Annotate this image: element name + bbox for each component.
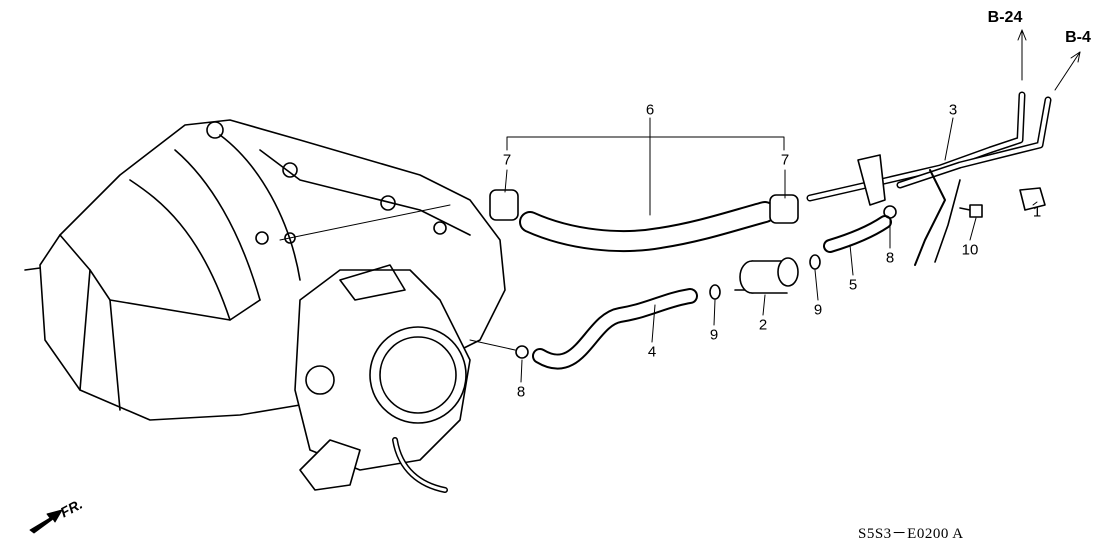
clamp-8-right xyxy=(883,205,897,219)
callout-9-right: 9 xyxy=(813,301,823,319)
throttle-body xyxy=(294,264,471,493)
hose-4 xyxy=(532,288,698,370)
bolt-10 xyxy=(959,204,983,218)
clamp-8-left xyxy=(515,345,529,359)
ref-label-b24: B-24 xyxy=(987,9,1023,26)
callout-8-left: 8 xyxy=(516,383,526,401)
clamp-9-right xyxy=(809,254,821,270)
callout-8-right: 8 xyxy=(885,249,895,267)
clamp-9-left xyxy=(709,284,721,300)
callout-3: 3 xyxy=(948,101,958,119)
callout-4: 4 xyxy=(647,343,657,361)
callout-7-right: 7 xyxy=(780,151,790,169)
front-direction-arrow xyxy=(29,509,63,534)
clip-1 xyxy=(1019,187,1046,211)
filter-2 xyxy=(734,257,799,294)
clamp-7-left xyxy=(489,189,519,221)
diagram-code: S5S3－E0200 A xyxy=(858,526,964,542)
leader-lines xyxy=(279,29,1081,383)
pipe-3 xyxy=(806,91,1052,266)
callout-1: 1 xyxy=(1032,203,1042,221)
callout-9-left: 9 xyxy=(709,326,719,344)
ref-label-b4: B-4 xyxy=(1065,29,1091,46)
callout-10: 10 xyxy=(961,241,979,259)
hose-6 xyxy=(519,201,776,252)
callout-6: 6 xyxy=(645,101,655,119)
callout-7-left: 7 xyxy=(502,151,512,169)
callout-2: 2 xyxy=(758,316,768,334)
callout-5: 5 xyxy=(848,276,858,294)
clamp-7-right xyxy=(769,194,799,224)
hose-5 xyxy=(823,215,892,253)
